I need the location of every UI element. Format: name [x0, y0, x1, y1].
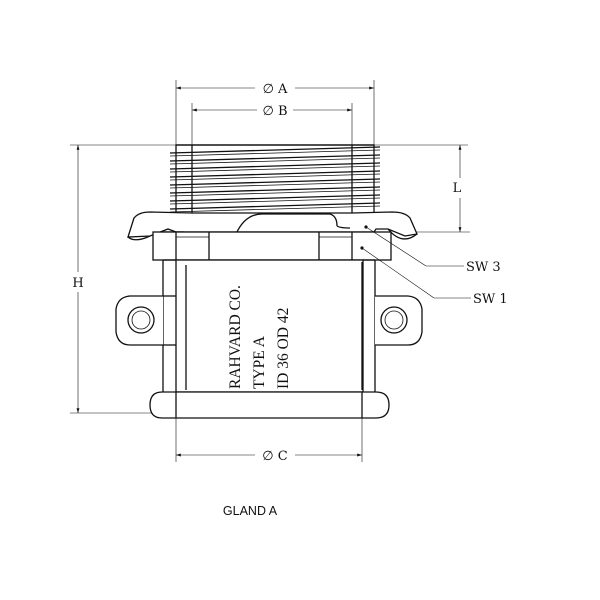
thread-line	[169, 178, 381, 186]
dia-a-label: ∅ A	[263, 82, 288, 97]
body-marking: RAHVARD CO. TYPE A ID 36 OD 42	[227, 285, 292, 389]
thread-line	[169, 157, 381, 165]
thread-line	[169, 205, 381, 213]
height-label: H	[72, 276, 83, 291]
thread-line	[169, 165, 381, 173]
gland-body	[162, 259, 376, 393]
bottom-flange	[149, 391, 390, 419]
thread-line	[169, 149, 381, 157]
callout-sw3: SW 3	[365, 226, 501, 275]
thread-line	[169, 197, 381, 205]
hex-body	[152, 231, 392, 261]
thread-line	[169, 194, 381, 202]
marking-line-3: ID 36 OD 42	[275, 308, 292, 389]
dia-b-label: ∅ B	[262, 104, 287, 119]
threaded-neck	[169, 144, 381, 218]
dimension-height: H	[70, 144, 176, 414]
dimension-dia-c: ∅ C	[175, 418, 363, 464]
sw3-label: SW 3	[466, 260, 501, 275]
thread-line	[169, 181, 381, 189]
thread-line	[169, 202, 381, 210]
thread-lines	[169, 146, 381, 213]
drawing-caption: GLAND A	[222, 504, 278, 518]
right-mounting-lug	[375, 295, 423, 346]
left-mounting-lug	[115, 295, 176, 346]
thread-line	[169, 186, 381, 194]
thread-line	[169, 162, 381, 170]
thread-line	[169, 146, 381, 154]
thread-length-label: L	[453, 181, 462, 196]
thread-line	[169, 154, 381, 162]
thread-line	[169, 173, 381, 181]
marking-line-1: RAHVARD CO.	[227, 285, 244, 389]
thread-line	[169, 170, 381, 178]
sw1-label: SW 1	[473, 292, 508, 307]
thread-line	[169, 189, 381, 197]
marking-line-2: TYPE A	[251, 335, 268, 389]
callout-sw1: SW 1	[361, 247, 508, 307]
dimension-thread-length: L	[374, 144, 470, 233]
dia-c-label: ∅ C	[262, 449, 287, 464]
